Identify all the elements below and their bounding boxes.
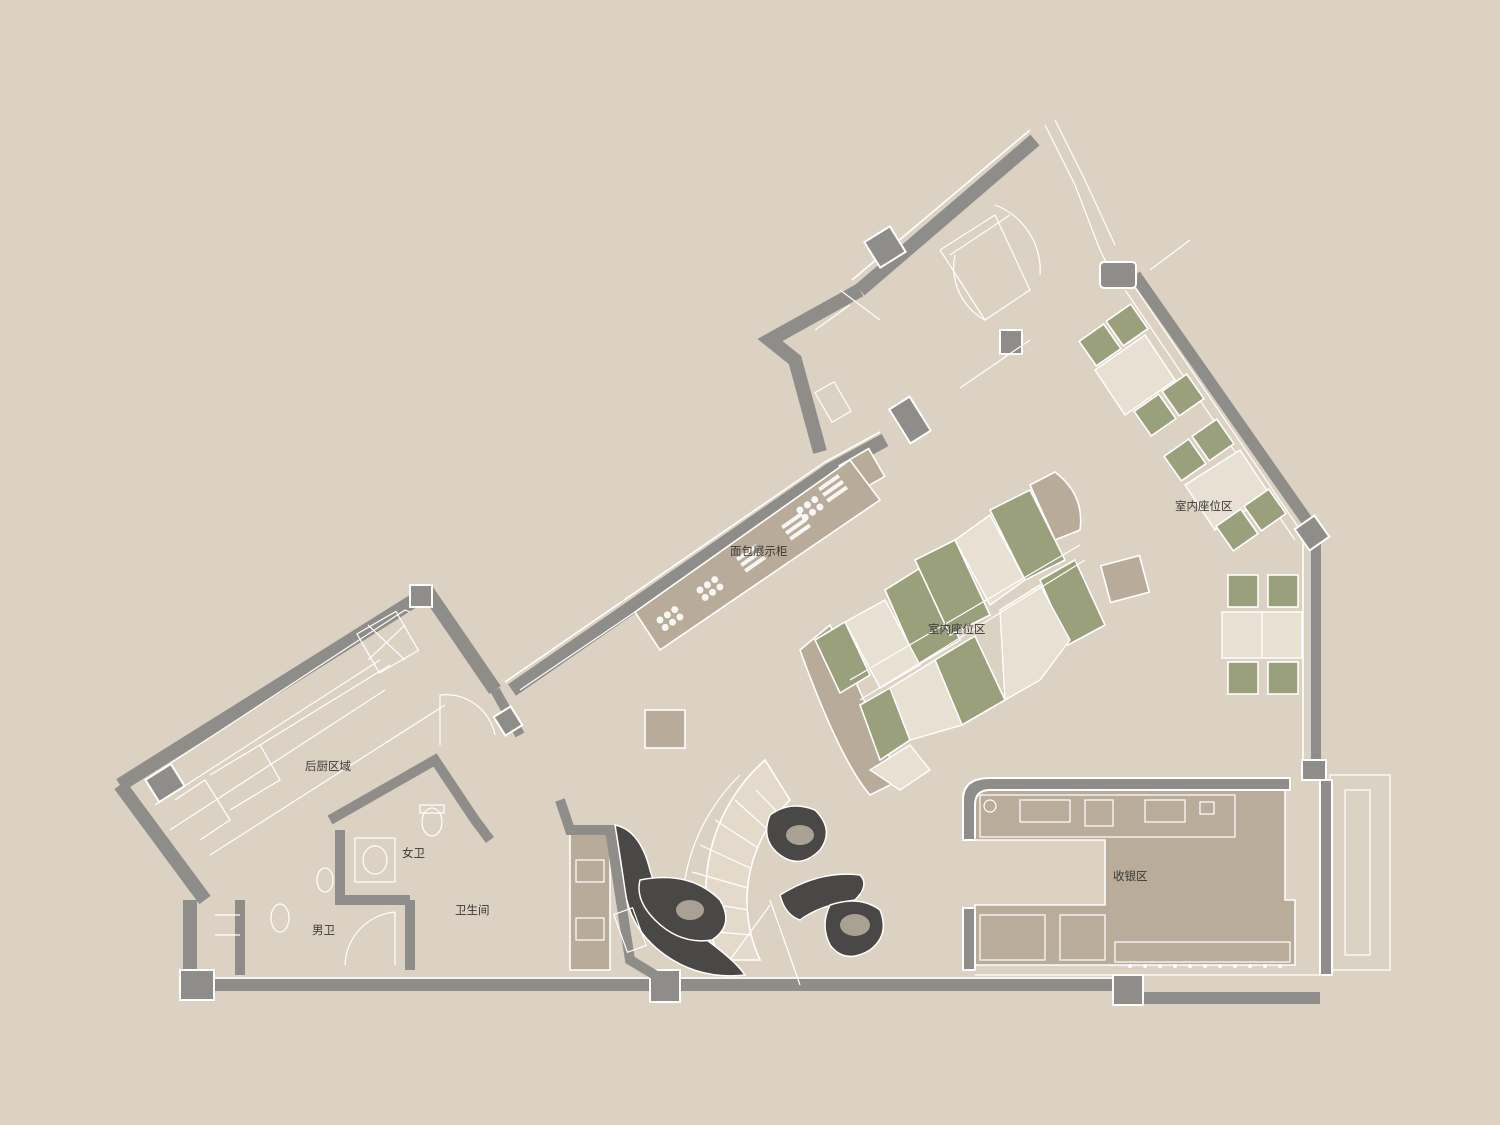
label-cashier: 收银区	[1113, 869, 1148, 883]
label-back-kitchen: 后厨区域	[305, 759, 351, 773]
room-labels: 面包展示柜 室内座位区 室内座位区 后厨区域 女卫 男卫 卫生间 收银区	[305, 499, 1233, 937]
label-indoor-seating-right: 室内座位区	[1175, 499, 1233, 513]
label-womens-restroom: 女卫	[402, 846, 425, 860]
right-window-seating	[1077, 302, 1303, 695]
bread-display-cabinets	[519, 458, 882, 691]
label-bread-display: 面包展示柜	[730, 544, 788, 558]
cashier-counter	[962, 774, 1391, 976]
back-kitchen	[144, 609, 496, 856]
label-indoor-seating-center: 室内座位区	[928, 622, 986, 636]
columns	[144, 224, 1331, 1006]
label-restroom: 卫生间	[455, 903, 490, 917]
stone-sculptures	[555, 798, 885, 980]
central-seating-tables	[644, 471, 1151, 796]
restrooms	[215, 804, 445, 975]
label-mens-restroom: 男卫	[312, 923, 335, 937]
